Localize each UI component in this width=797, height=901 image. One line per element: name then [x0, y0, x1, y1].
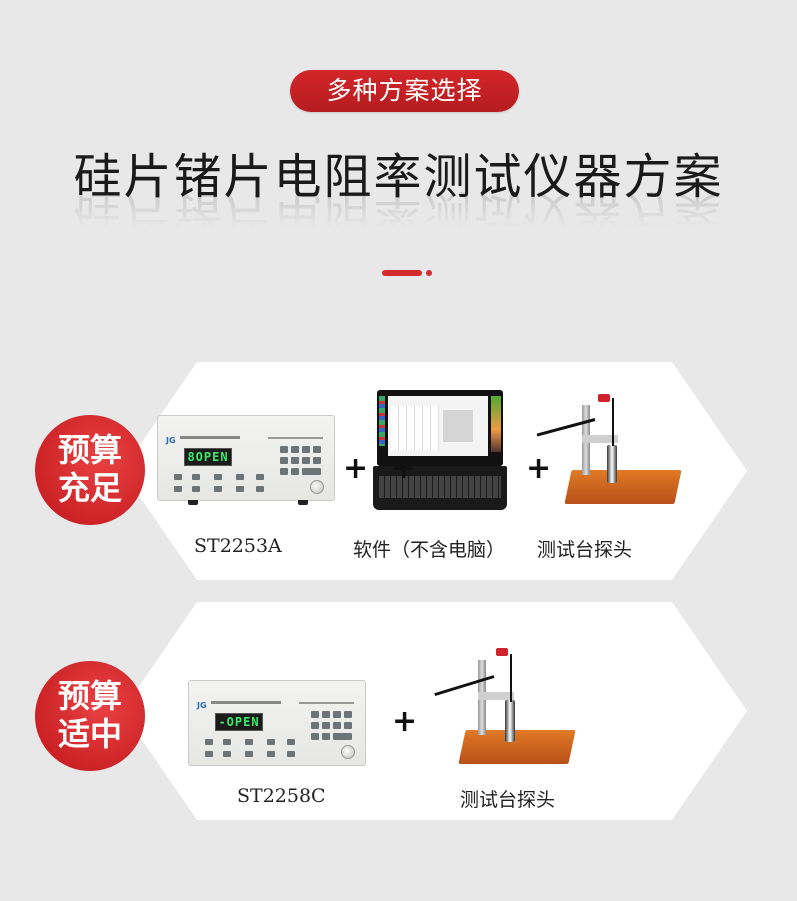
plus-separator: +: [343, 451, 369, 486]
meter-display: -OPEN: [215, 713, 263, 731]
meter-display: 8OPEN: [184, 448, 232, 466]
title-reflection: 硅片锗片电阻率测试仪器方案: [73, 184, 724, 240]
badge-line1: 预算: [57, 431, 122, 469]
product-label-probe-stand: 测试台探头: [537, 539, 633, 561]
title-divider-dot: [426, 270, 432, 276]
badge-line2: 充足: [57, 469, 122, 507]
product-label-st2258c: ST2258C: [237, 785, 326, 807]
badge-line1: 预算: [57, 677, 122, 715]
page-title: 硅片锗片电阻率测试仪器方案: [73, 149, 724, 205]
product-label-probe-stand: 测试台探头: [460, 789, 556, 811]
title-divider: [382, 270, 422, 276]
section-tag: 多种方案选择: [290, 70, 519, 112]
budget-badge-moderate: 预算 适中: [35, 661, 145, 771]
plus-separator: +: [392, 704, 418, 739]
resistivity-meter-icon: JG -OPEN: [188, 680, 366, 766]
plus-separator: +: [526, 451, 552, 486]
resistivity-meter-icon: JG 8OPEN: [157, 415, 335, 505]
product-label-st2253a: ST2253A: [194, 535, 282, 557]
budget-badge-ample: 预算 充足: [35, 415, 145, 525]
badge-line2: 适中: [57, 715, 122, 753]
product-label-software: 软件（不含电脑）: [353, 539, 506, 561]
plus-separator: +: [391, 451, 417, 486]
